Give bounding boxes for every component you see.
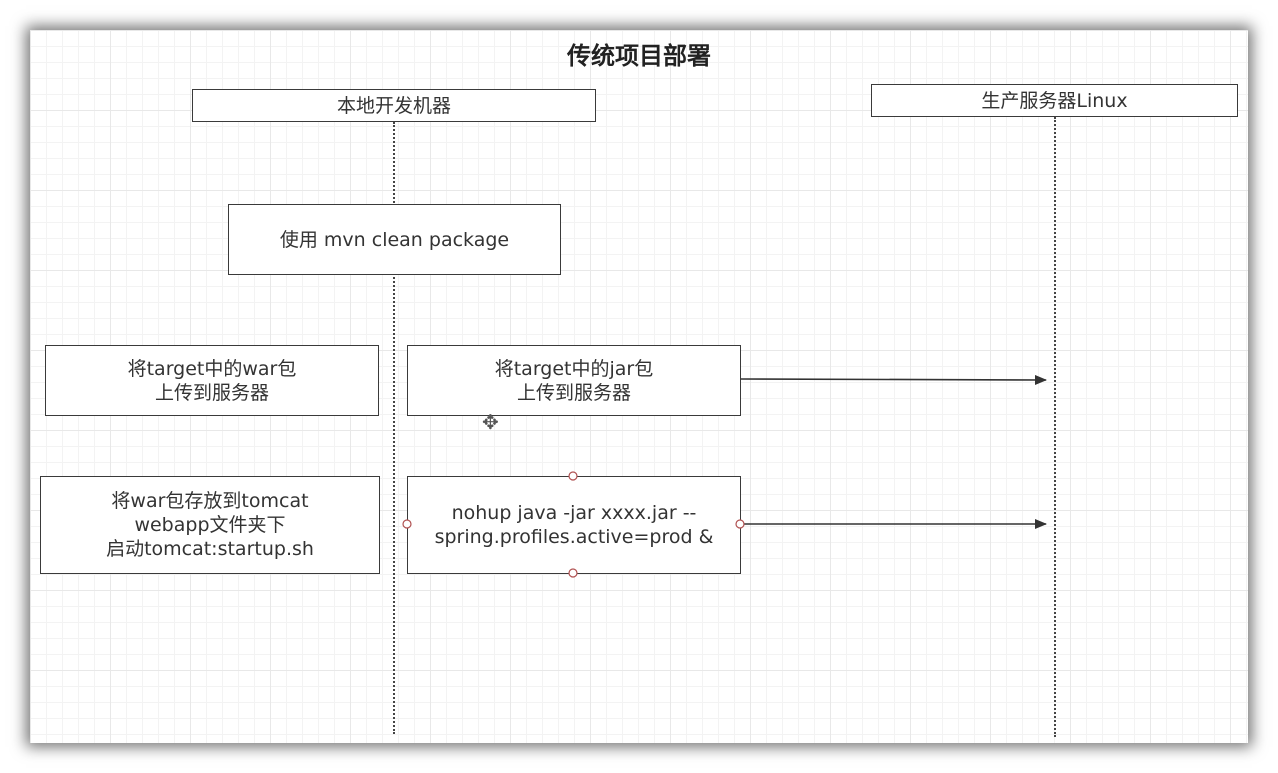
move-cursor-icon: ✥	[482, 410, 499, 434]
step-upload-war-text: 将target中的war包 上传到服务器	[127, 357, 297, 404]
step-deploy-war-text: 将war包存放到tomcat webapp文件夹下 启动tomcat:start…	[106, 490, 314, 560]
selection-handle-bottom[interactable]	[568, 568, 578, 578]
arrow-upload-jar-to-server[interactable]	[740, 374, 1047, 385]
step-run-jar-text: nohup java -jar xxxx.jar -- spring.profi…	[434, 502, 714, 548]
step-package-text: 使用 mvn clean package	[279, 228, 510, 251]
lifeline-local-line	[393, 122, 395, 734]
lifeline-server-label: 生产服务器Linux	[981, 89, 1128, 112]
lifeline-local-label: 本地开发机器	[336, 94, 451, 117]
step-upload-jar-box[interactable]: 将target中的jar包 上传到服务器	[407, 345, 741, 416]
step-package-box[interactable]: 使用 mvn clean package	[228, 204, 561, 275]
lifeline-server-line	[1054, 117, 1056, 737]
diagram-title: 传统项目部署	[567, 42, 711, 70]
connector-layer	[402, 374, 1047, 578]
selection-handle-top[interactable]	[568, 471, 578, 481]
step-run-jar-box[interactable]: nohup java -jar xxxx.jar -- spring.profi…	[407, 476, 741, 574]
lifeline-local-header[interactable]: 本地开发机器	[192, 89, 596, 122]
selection-handle-right[interactable]	[735, 519, 745, 529]
step-upload-jar-text: 将target中的jar包 上传到服务器	[494, 357, 654, 404]
lifeline-server-header[interactable]: 生产服务器Linux	[871, 84, 1238, 117]
step-upload-war-box[interactable]: 将target中的war包 上传到服务器	[45, 345, 379, 416]
selection-handle-left[interactable]	[402, 519, 412, 529]
step-deploy-war-box[interactable]: 将war包存放到tomcat webapp文件夹下 启动tomcat:start…	[40, 476, 380, 574]
diagram-canvas[interactable]: 传统项目部署 本地开发机器 生产服务器Linux 使用 mvn clean pa…	[30, 30, 1248, 743]
